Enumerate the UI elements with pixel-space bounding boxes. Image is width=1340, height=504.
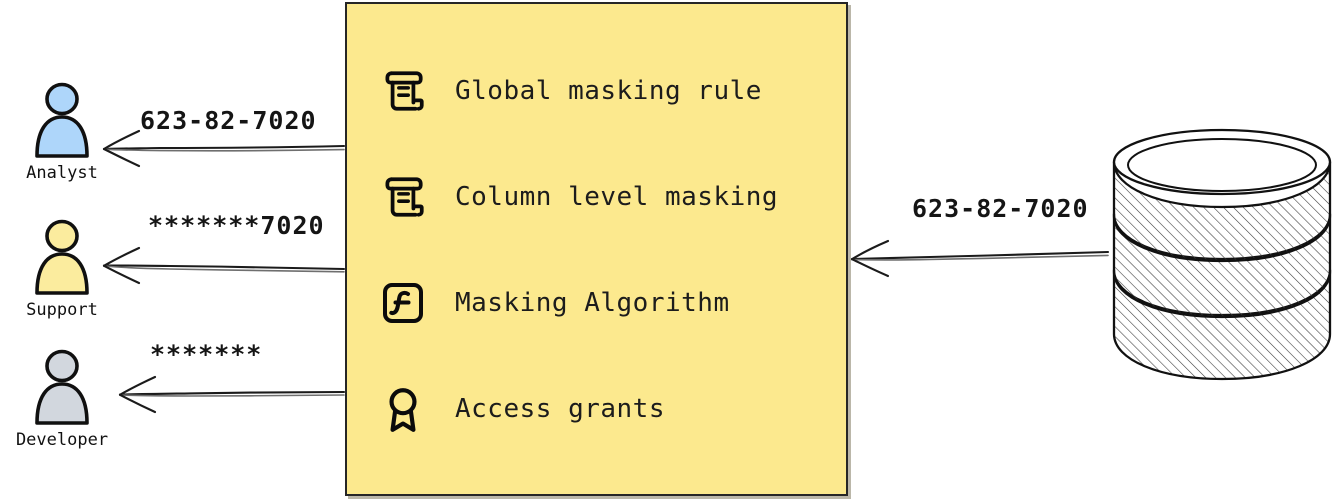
person-icon bbox=[35, 82, 89, 158]
actor-developer[interactable]: Developer bbox=[2, 345, 122, 450]
arrow-panel-to-developer bbox=[118, 375, 346, 414]
actor-label: Support bbox=[26, 300, 98, 320]
actor-support[interactable]: Support bbox=[2, 215, 122, 320]
panel-item-access-grants[interactable]: Access grants bbox=[375, 370, 846, 448]
panel-item-label: Global masking rule bbox=[455, 76, 762, 106]
actor-label: Analyst bbox=[26, 163, 98, 183]
flow-label-developer: ******* bbox=[150, 340, 263, 369]
database-cylinder[interactable] bbox=[1108, 122, 1336, 394]
arrow-panel-to-analyst bbox=[102, 129, 346, 168]
panel-item-label: Masking Algorithm bbox=[455, 288, 730, 318]
function-icon bbox=[375, 275, 431, 331]
masking-policy-panel: Global masking rule Column level masking bbox=[345, 2, 848, 496]
actor-label: Developer bbox=[15, 430, 109, 450]
person-icon bbox=[35, 349, 89, 425]
arrow-database-to-panel bbox=[850, 239, 1110, 278]
scroll-icon bbox=[375, 63, 431, 119]
flow-label-analyst: 623-82-7020 bbox=[140, 106, 317, 135]
flow-label-database: 623-82-7020 bbox=[912, 194, 1089, 223]
flow-label-support: *******7020 bbox=[148, 211, 325, 240]
panel-item-column-level-masking[interactable]: Column level masking bbox=[375, 158, 846, 236]
panel-item-label: Access grants bbox=[455, 394, 665, 424]
panel-item-label: Column level masking bbox=[455, 182, 779, 212]
scroll-icon bbox=[375, 169, 431, 225]
actor-analyst[interactable]: Analyst bbox=[2, 78, 122, 183]
panel-item-masking-algorithm[interactable]: Masking Algorithm bbox=[375, 264, 846, 342]
panel-item-global-masking-rule[interactable]: Global masking rule bbox=[375, 52, 846, 130]
person-icon bbox=[35, 219, 89, 295]
award-icon bbox=[375, 381, 431, 437]
arrow-panel-to-support bbox=[102, 246, 346, 285]
